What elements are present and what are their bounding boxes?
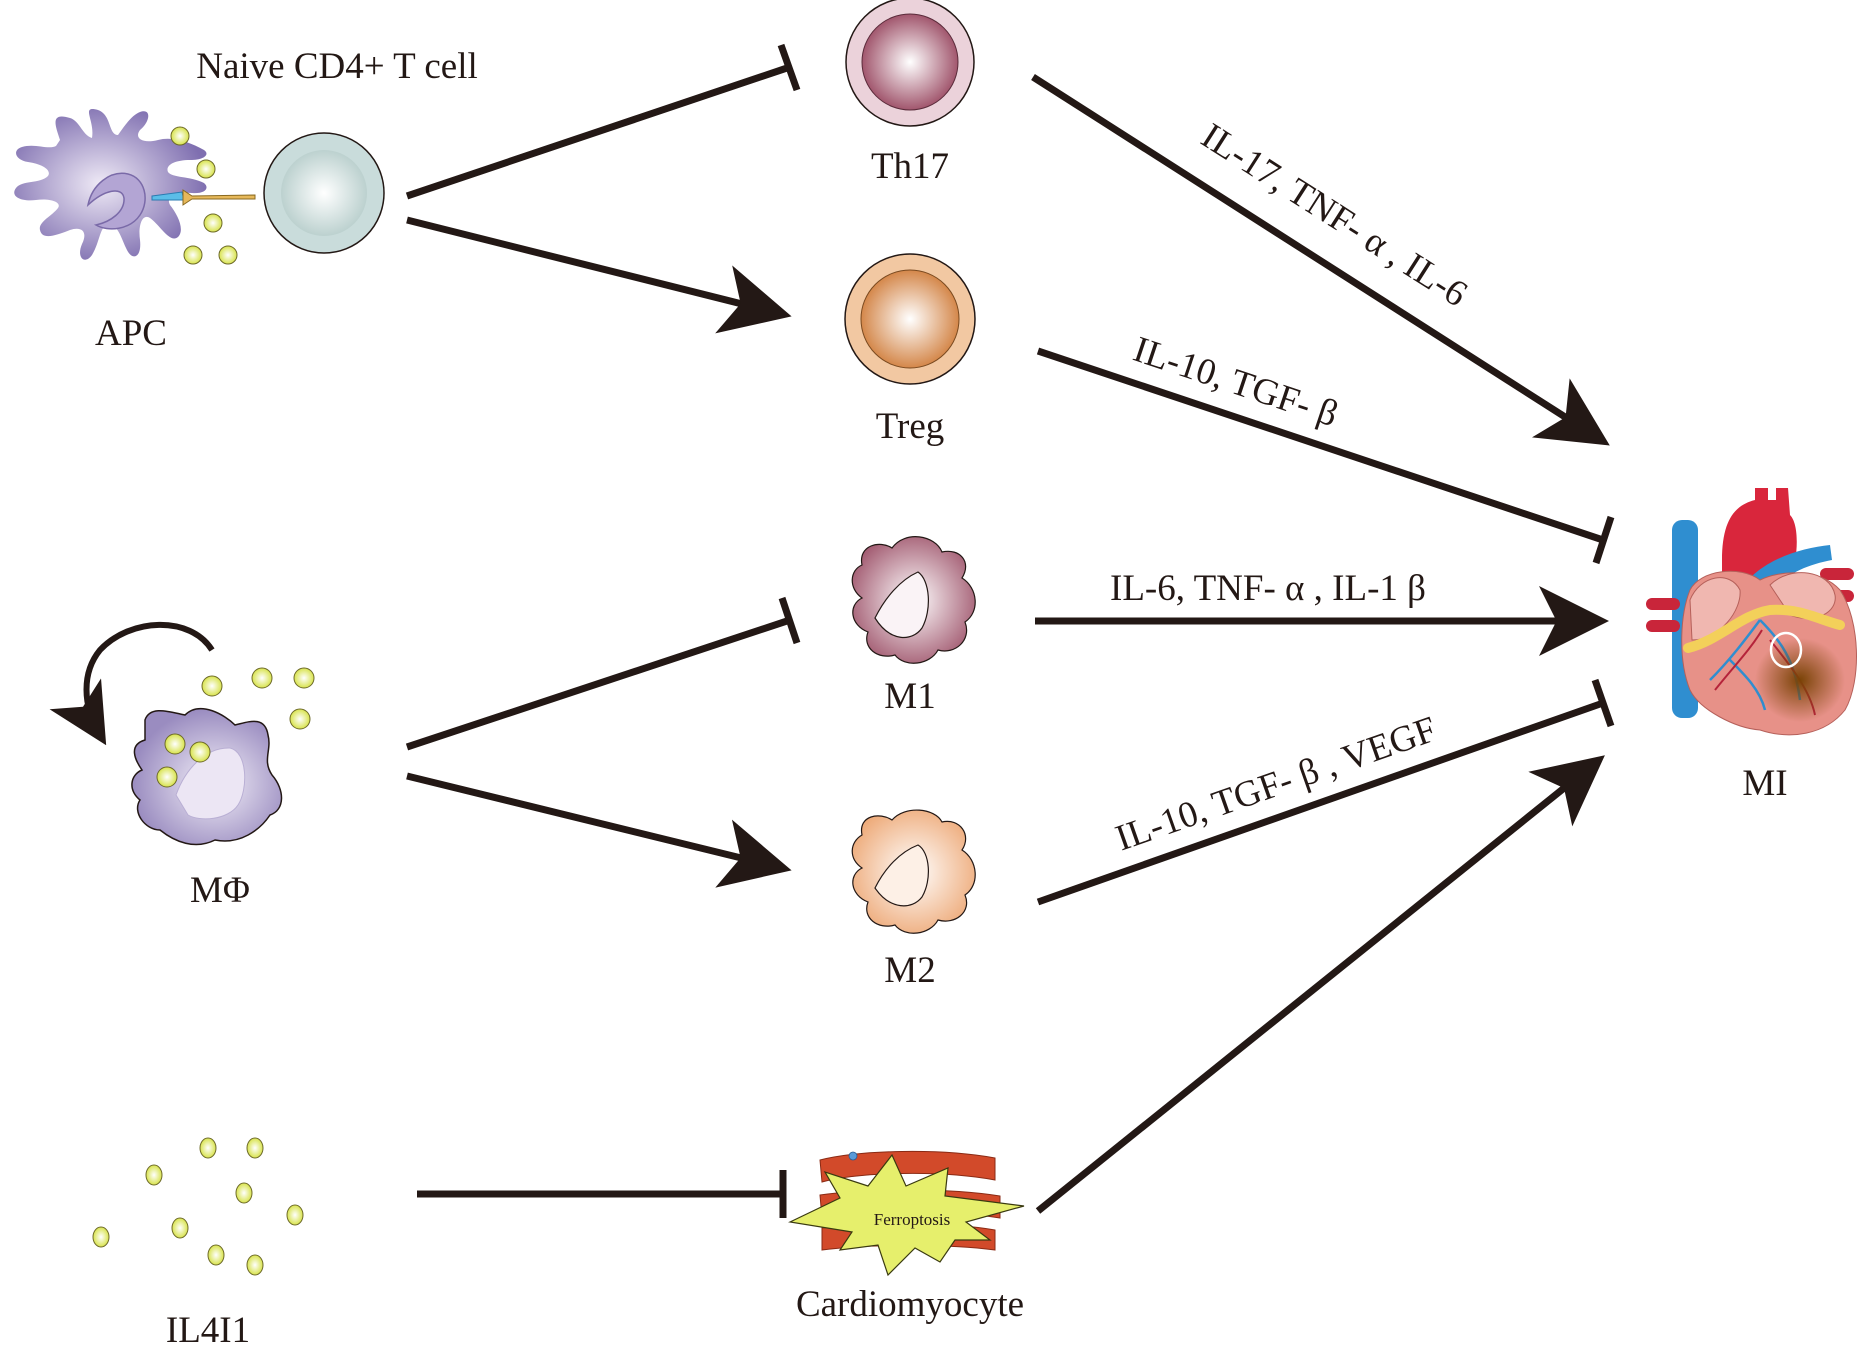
infarct-marker bbox=[1769, 631, 1803, 669]
tcr-receptor bbox=[182, 189, 256, 206]
cardiomyocyte-cell bbox=[788, 1150, 1025, 1277]
edge-tcell-treg bbox=[406, 216, 792, 334]
label-apc: APC bbox=[95, 313, 167, 354]
cytokine-dot bbox=[293, 667, 315, 689]
il4i1-dot bbox=[246, 1137, 264, 1159]
cytokine-dot bbox=[189, 741, 211, 763]
fiber-nucleus bbox=[848, 1151, 858, 1161]
pulmonary-vein bbox=[1646, 620, 1680, 632]
m1-nucleus bbox=[874, 571, 929, 639]
label-edge-th17-mi: IL-17, TNF- α , IL-6 bbox=[1194, 115, 1474, 315]
recycle-arrow bbox=[49, 621, 215, 746]
treg-cell-inner bbox=[860, 269, 960, 369]
label-m1: M1 bbox=[884, 676, 935, 717]
edge-m2-mi bbox=[1036, 699, 1605, 906]
label-il4i1: IL4I1 bbox=[166, 1310, 250, 1351]
apc-cell bbox=[14, 109, 256, 260]
il4i1-dot bbox=[246, 1254, 264, 1276]
label-treg: Treg bbox=[876, 406, 945, 447]
connectors bbox=[405, 43, 1615, 1218]
label-th17: Th17 bbox=[871, 146, 949, 187]
cytokine-dot bbox=[164, 733, 186, 755]
label-ferroptosis: Ferroptosis bbox=[874, 1210, 951, 1229]
infarct-zone bbox=[1755, 638, 1845, 722]
cytokine-dot bbox=[196, 159, 216, 179]
cytokine-dot bbox=[170, 126, 190, 146]
edge-mac-m1 bbox=[405, 616, 792, 751]
il4i1-dot bbox=[171, 1217, 189, 1239]
coronary-fat bbox=[1683, 604, 1845, 653]
macrophage-cytokines bbox=[156, 667, 315, 788]
edge-th17-mi bbox=[1031, 74, 1610, 446]
cytokine-dot bbox=[156, 766, 178, 788]
il4i1-dot bbox=[199, 1137, 217, 1159]
pulmonary-vein bbox=[1646, 598, 1680, 610]
il4i1-molecules bbox=[92, 1137, 304, 1276]
label-naive-tcell: Naive CD4+ T cell bbox=[196, 46, 478, 87]
edge-mac-m2 bbox=[406, 772, 792, 888]
cytokine-dot bbox=[201, 675, 223, 697]
label-edge-m2-mi: IL-10, TGF- β , VEGF bbox=[1111, 709, 1442, 860]
label-mi: MI bbox=[1742, 763, 1787, 804]
label-m2: M2 bbox=[884, 950, 935, 991]
aorta bbox=[1722, 488, 1797, 580]
edge-tcell-th17 bbox=[405, 63, 792, 200]
cytokine-dot bbox=[289, 708, 311, 730]
edge-cardio-mi bbox=[1035, 755, 1605, 1214]
apc-nucleus bbox=[86, 172, 146, 230]
naive-tcell-inner bbox=[281, 150, 367, 236]
macrophage-nucleus bbox=[175, 747, 246, 820]
label-cardiomyocyte: Cardiomyocyte bbox=[796, 1284, 1024, 1325]
cytokine-dot bbox=[251, 667, 273, 689]
tbar-m2-mi bbox=[1591, 678, 1615, 728]
cytokine-dot bbox=[183, 245, 203, 265]
edge-treg-mi bbox=[1036, 347, 1605, 544]
muscle-fiber bbox=[819, 1150, 996, 1183]
pulmonary-vein bbox=[1820, 568, 1854, 580]
tbar-treg-mi bbox=[1592, 515, 1615, 565]
apc-cytokines bbox=[170, 126, 238, 265]
label-edge-m1-mi: IL-6, TNF- α , IL-1 β bbox=[1110, 568, 1426, 609]
ferroptosis-burst bbox=[788, 1153, 1025, 1277]
m2-nucleus bbox=[874, 844, 929, 907]
cytokine-dot bbox=[218, 245, 238, 265]
il4i1-dot bbox=[286, 1204, 304, 1226]
label-macrophage: MΦ bbox=[190, 870, 250, 911]
il4i1-dot bbox=[207, 1244, 225, 1266]
cytokine-dot bbox=[203, 213, 223, 233]
il4i1-dot bbox=[145, 1164, 163, 1186]
tbar-th17 bbox=[777, 43, 801, 92]
th17-cell-inner bbox=[861, 13, 959, 111]
il4i1-dot bbox=[235, 1182, 253, 1204]
heart-illustration bbox=[1646, 488, 1857, 736]
il4i1-dot bbox=[92, 1226, 110, 1248]
tbar-m1 bbox=[778, 596, 801, 645]
